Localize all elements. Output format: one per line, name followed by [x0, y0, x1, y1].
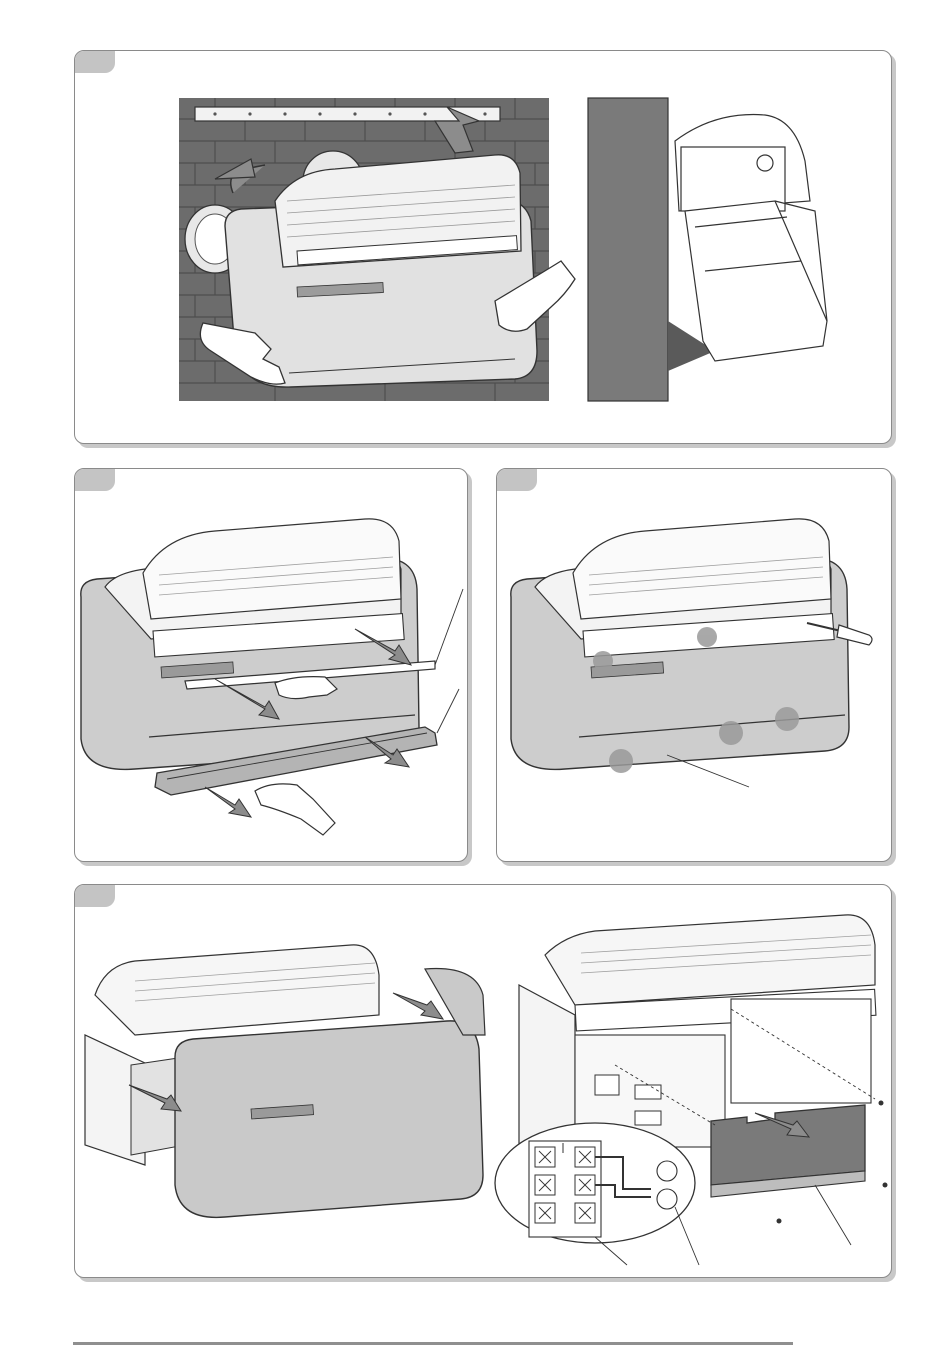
- step-3-panel: [496, 468, 892, 862]
- air-conditioner-unit: [81, 519, 419, 770]
- step-4-illustration: [75, 885, 891, 1277]
- hand-icon: [255, 784, 335, 835]
- step-1-illustration: [75, 51, 891, 443]
- step-3-illustration: [497, 469, 891, 861]
- footer-rule: [73, 1342, 793, 1345]
- leader-line: [437, 689, 459, 733]
- air-conditioner-unit: [511, 519, 849, 770]
- arrow-icon: [393, 993, 443, 1019]
- leader-line: [435, 589, 463, 665]
- terminal-block: [495, 1123, 695, 1243]
- leader-line: [675, 1207, 699, 1265]
- step-4-panel: [74, 884, 892, 1278]
- step-1-panel: [74, 50, 892, 444]
- side-view-unit: [675, 115, 827, 361]
- electrical-cover: [711, 1105, 865, 1197]
- arrow-icon: [205, 787, 251, 817]
- step-2-illustration: [75, 469, 467, 861]
- step-2-panel: [74, 468, 468, 862]
- leader-line: [815, 1185, 851, 1245]
